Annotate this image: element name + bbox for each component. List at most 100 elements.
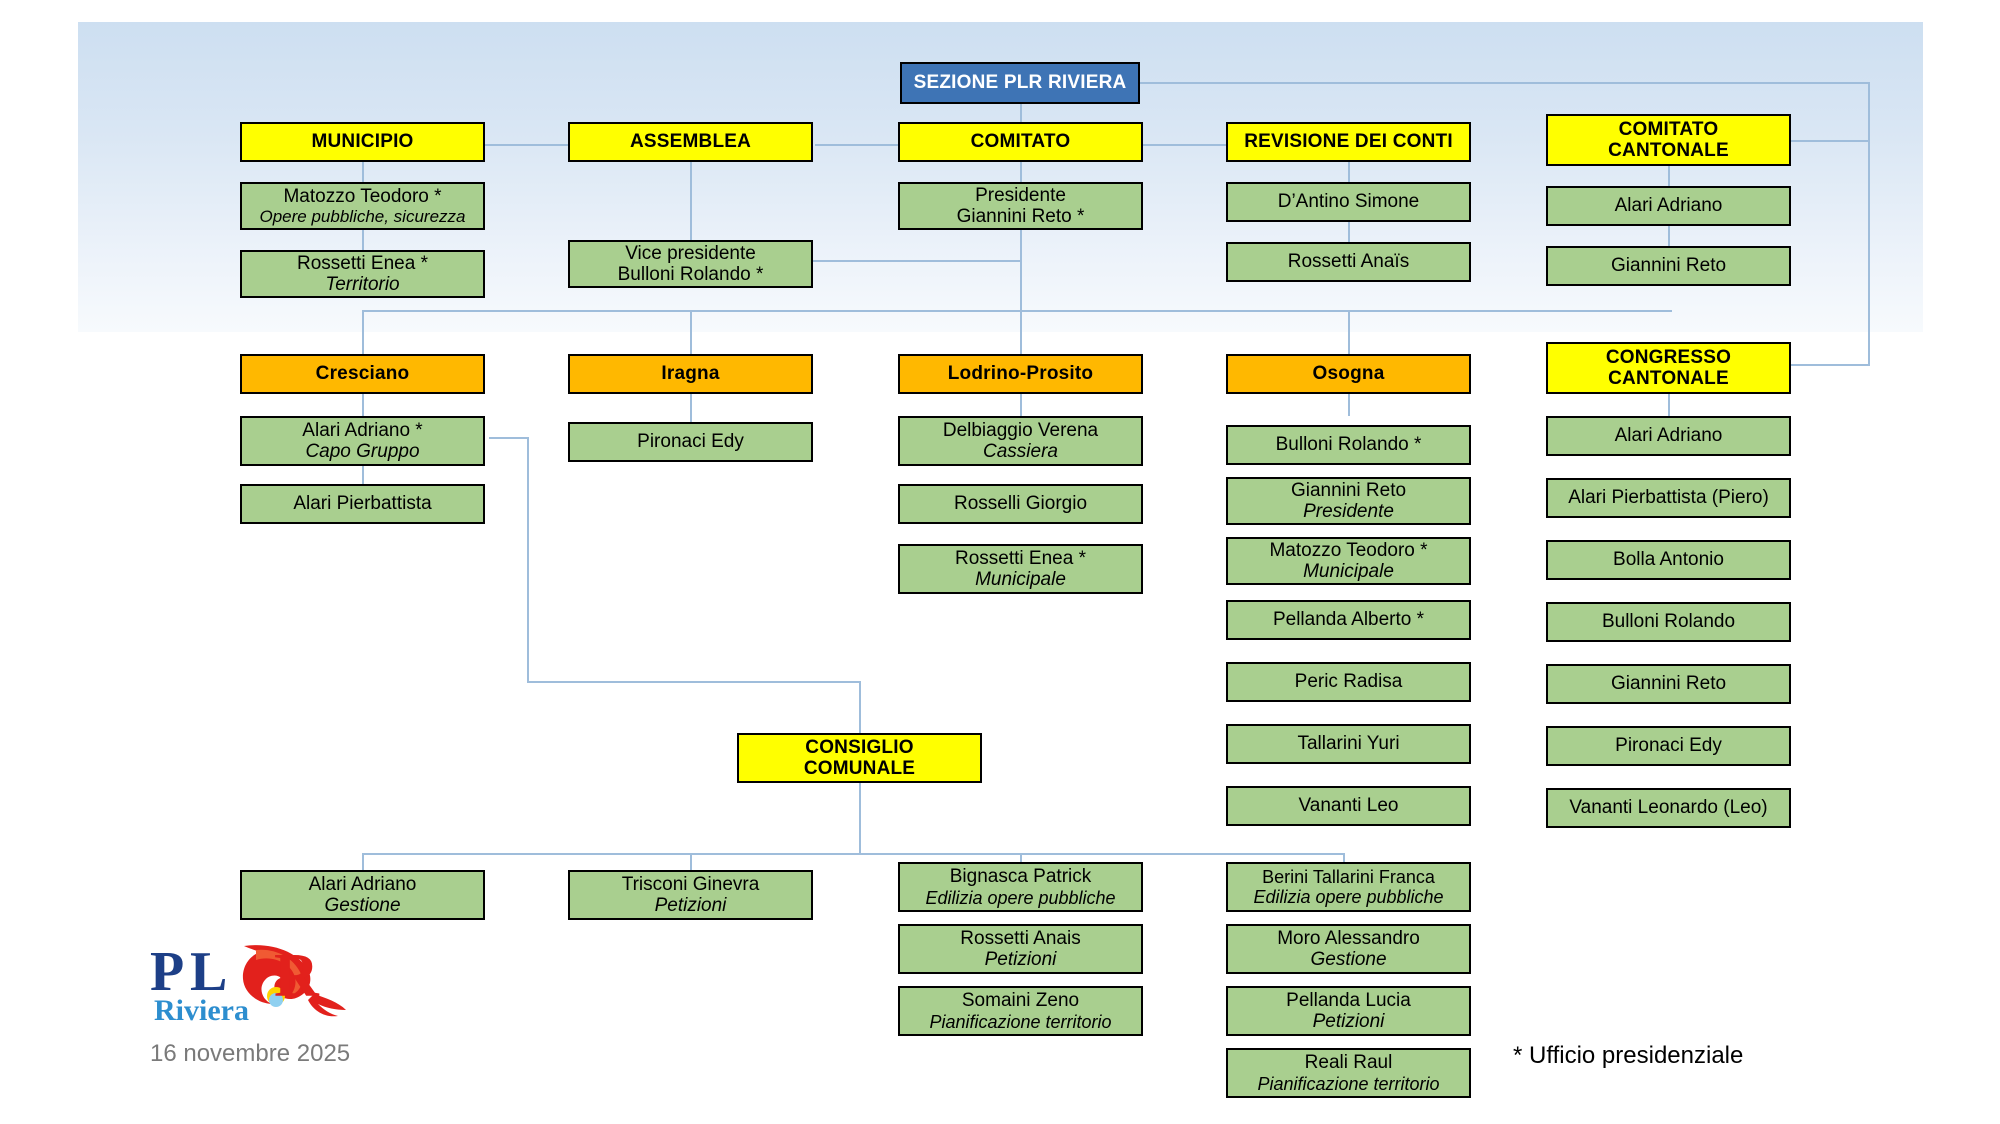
node-assemblea[interactable]: ASSEMBLEA [568, 122, 813, 162]
person-name: Alari Adriano [1614, 425, 1723, 447]
node-label-line2: CANTONALE [1608, 140, 1729, 161]
person-name: Bulloni Rolando * [617, 264, 764, 285]
person-name: Alari Adriano [308, 873, 417, 895]
person-name: Pironaci Edy [1615, 735, 1722, 757]
node-person[interactable]: Rossetti Anaïs [1226, 242, 1471, 282]
node-revisione-dei-conti[interactable]: REVISIONE DEI CONTI [1226, 122, 1471, 162]
person-name: Giannini Reto * [956, 206, 1085, 227]
node-label: Cresciano [315, 363, 410, 385]
node-municipality-osogna[interactable]: Osogna [1226, 354, 1471, 394]
legend-ufficio-presidenziale: * Ufficio presidenziale [1513, 1042, 1744, 1069]
person-name: Peric Radisa [1294, 671, 1403, 693]
node-person[interactable]: Bignasca Patrick Edilizia opere pubblich… [898, 862, 1143, 912]
node-municipality-iragna[interactable]: Iragna [568, 354, 813, 394]
connector [690, 160, 692, 240]
person-role: Pianificazione territorio [1257, 1073, 1440, 1094]
connector [1348, 222, 1350, 242]
person-name: Giannini Reto [1610, 255, 1727, 277]
node-person[interactable]: Rossetti Enea * Territorio [240, 250, 485, 298]
node-label: Lodrino-Prosito [947, 363, 1094, 385]
node-person[interactable]: Pironaci Edy [568, 422, 813, 462]
node-label: Iragna [661, 363, 720, 385]
person-name: Rossetti Anais [960, 927, 1081, 949]
person-role: Petizioni [1312, 1011, 1385, 1032]
node-person[interactable]: Somaini Zeno Pianificazione territorio [898, 986, 1143, 1036]
node-person[interactable]: Moro Alessandro Gestione [1226, 924, 1471, 974]
node-sezione-plr-riviera[interactable]: SEZIONE PLR RIVIERA [900, 62, 1140, 104]
node-label-line2: COMUNALE [803, 758, 916, 779]
node-label-line1: CONSIGLIO [805, 736, 914, 758]
node-person[interactable]: Pironaci Edy [1546, 726, 1791, 766]
connector [527, 681, 860, 683]
node-municipality-lodrino-prosito[interactable]: Lodrino-Prosito [898, 354, 1143, 394]
node-person[interactable]: Trisconi Ginevra Petizioni [568, 870, 813, 920]
connector [1790, 140, 1870, 142]
node-person[interactable]: Matozzo Teodoro * Municipale [1226, 537, 1471, 585]
connector [1790, 364, 1870, 366]
node-person[interactable]: Bulloni Rolando * [1226, 425, 1471, 465]
node-person[interactable]: Vice presidente Bulloni Rolando * [568, 240, 813, 288]
node-person[interactable]: Peric Radisa [1226, 662, 1471, 702]
node-person[interactable]: Alari Adriano * Capo Gruppo [240, 416, 485, 466]
chart-date: 16 novembre 2025 [150, 1040, 351, 1067]
person-role-title: Presidente [975, 184, 1066, 206]
node-person[interactable]: Giannini Reto [1546, 246, 1791, 286]
node-label: SEZIONE PLR RIVIERA [913, 72, 1127, 94]
connector [690, 310, 692, 355]
svg-text:P: P [150, 941, 184, 1003]
node-person[interactable]: Giannini Reto Presidente [1226, 477, 1471, 525]
person-role-title: Vice presidente [625, 242, 756, 264]
person-role: Municipale [975, 569, 1066, 590]
node-person[interactable]: Bulloni Rolando [1546, 602, 1791, 642]
person-name: D’Antino Simone [1277, 191, 1420, 213]
node-person[interactable]: Pellanda Alberto * [1226, 600, 1471, 640]
connector [362, 853, 1344, 855]
connector [1668, 166, 1670, 188]
node-person[interactable]: Alari Pierbattista (Piero) [1546, 478, 1791, 518]
node-comitato-cantonale[interactable]: COMITATO CANTONALE [1546, 114, 1791, 166]
node-person[interactable]: Berini Tallarini Franca Edilizia opere p… [1226, 862, 1471, 912]
node-person[interactable]: Matozzo Teodoro * Opere pubbliche, sicur… [240, 182, 485, 230]
person-name: Moro Alessandro [1277, 927, 1420, 949]
connector [1020, 220, 1022, 340]
person-name: Vananti Leonardo (Leo) [1569, 797, 1768, 819]
node-person[interactable]: Pellanda Lucia Petizioni [1226, 986, 1471, 1036]
node-person[interactable]: Reali Raul Pianificazione territorio [1226, 1048, 1471, 1098]
person-role: Municipale [1303, 561, 1394, 582]
connector [1668, 226, 1670, 246]
node-person[interactable]: Delbiaggio Verena Cassiera [898, 416, 1143, 466]
node-person[interactable]: Vananti Leo [1226, 786, 1471, 826]
node-person[interactable]: Giannini Reto [1546, 664, 1791, 704]
node-person[interactable]: Alari Adriano Gestione [240, 870, 485, 920]
node-person[interactable]: Alari Pierbattista [240, 484, 485, 524]
node-person[interactable]: Tallarini Yuri [1226, 724, 1471, 764]
person-role: Opere pubbliche, sicurezza [259, 207, 466, 227]
person-name: Delbiaggio Verena [942, 419, 1099, 441]
node-label-line2: CANTONALE [1608, 368, 1729, 389]
node-consiglio-comunale[interactable]: CONSIGLIO COMUNALE [737, 733, 982, 783]
connector [1133, 82, 1870, 84]
node-comitato[interactable]: COMITATO [898, 122, 1143, 162]
node-municipio[interactable]: MUNICIPIO [240, 122, 485, 162]
node-person[interactable]: Vananti Leonardo (Leo) [1546, 788, 1791, 828]
node-municipality-cresciano[interactable]: Cresciano [240, 354, 485, 394]
person-name: Giannini Reto [1290, 479, 1407, 501]
connector [362, 310, 1672, 312]
node-person[interactable]: Presidente Giannini Reto * [898, 182, 1143, 230]
node-person[interactable]: Alari Adriano [1546, 186, 1791, 226]
node-person[interactable]: Rosselli Giorgio [898, 484, 1143, 524]
person-role: Edilizia opere pubbliche [1253, 887, 1444, 907]
node-person[interactable]: Bolla Antonio [1546, 540, 1791, 580]
person-name: Matozzo Teodoro * [1269, 539, 1428, 561]
connector [690, 394, 692, 422]
node-person[interactable]: Alari Adriano [1546, 416, 1791, 456]
connector [527, 437, 529, 683]
node-person[interactable]: Rossetti Enea * Municipale [898, 544, 1143, 594]
node-person[interactable]: Rossetti Anais Petizioni [898, 924, 1143, 974]
person-role: Gestione [324, 895, 401, 916]
person-role: Petizioni [654, 895, 727, 916]
connector [1020, 853, 1022, 870]
node-congresso-cantonale[interactable]: CONGRESSO CANTONALE [1546, 342, 1791, 394]
node-person[interactable]: D’Antino Simone [1226, 182, 1471, 222]
connector [1020, 160, 1022, 182]
